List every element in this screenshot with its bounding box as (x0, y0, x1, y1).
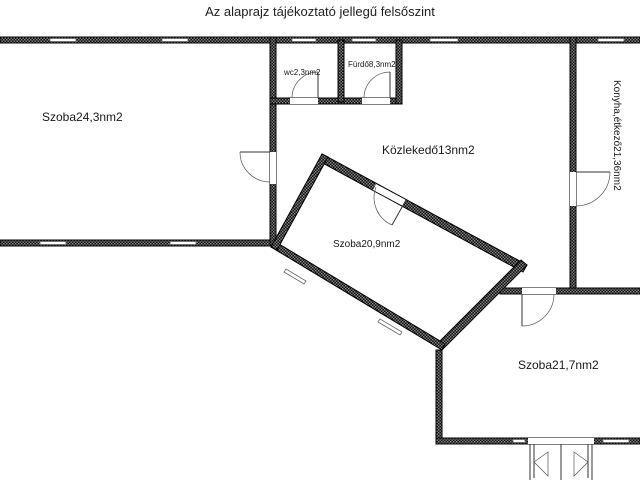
wall-hall-left (269, 36, 277, 247)
wall-lower-left (435, 349, 443, 445)
room-label-szoba-21: Szoba21,7nm2 (518, 358, 599, 372)
wall-angled-right (435, 259, 528, 351)
wall-kitchen-left (569, 36, 577, 291)
window (49, 38, 77, 42)
wall-angled-top (318, 153, 528, 273)
wall-angled-left (270, 153, 329, 251)
window (429, 38, 459, 42)
door-left-room (239, 151, 276, 184)
window (169, 241, 197, 245)
door-angled-room (373, 184, 407, 226)
window (512, 439, 526, 443)
doors (239, 71, 611, 480)
windows (39, 38, 630, 443)
plan-title: Az alaprajz tájékoztató jellegű felsőszi… (205, 4, 435, 19)
window (161, 38, 189, 42)
wall-kitchen-bottom (499, 287, 640, 295)
door-bathroom (362, 71, 391, 104)
window (283, 268, 307, 285)
window (602, 439, 630, 443)
door-kitchen (570, 171, 611, 207)
window (377, 318, 403, 336)
room-label-szoba-24: Szoba24,3nm2 (42, 110, 123, 124)
window (291, 38, 317, 42)
door-balcony (528, 438, 594, 480)
window (39, 241, 67, 245)
door-wc (290, 71, 319, 104)
wall-bath-right (395, 39, 403, 105)
window (351, 38, 377, 42)
room-label-furdo: Fürdő8,3nm2 (348, 60, 396, 69)
door-lower-room (521, 288, 556, 327)
wall-top (0, 36, 640, 44)
window (597, 38, 625, 42)
walls (0, 36, 640, 445)
room-labels: Szoba24,3nm2 wc2,3nm2 Fürdő8,3nm2 Közlek… (42, 60, 622, 372)
room-label-kozlekedo: Közlekedő13nm2 (382, 143, 475, 157)
room-label-konyha: Konyha,étkező21,36nm2 (611, 80, 622, 191)
room-label-szoba-20: Szoba20,9nm2 (333, 239, 401, 250)
wall-angled-bottom (270, 240, 446, 351)
wall-wc-divider (337, 39, 345, 103)
room-label-wc: wc2,3nm2 (283, 68, 321, 77)
